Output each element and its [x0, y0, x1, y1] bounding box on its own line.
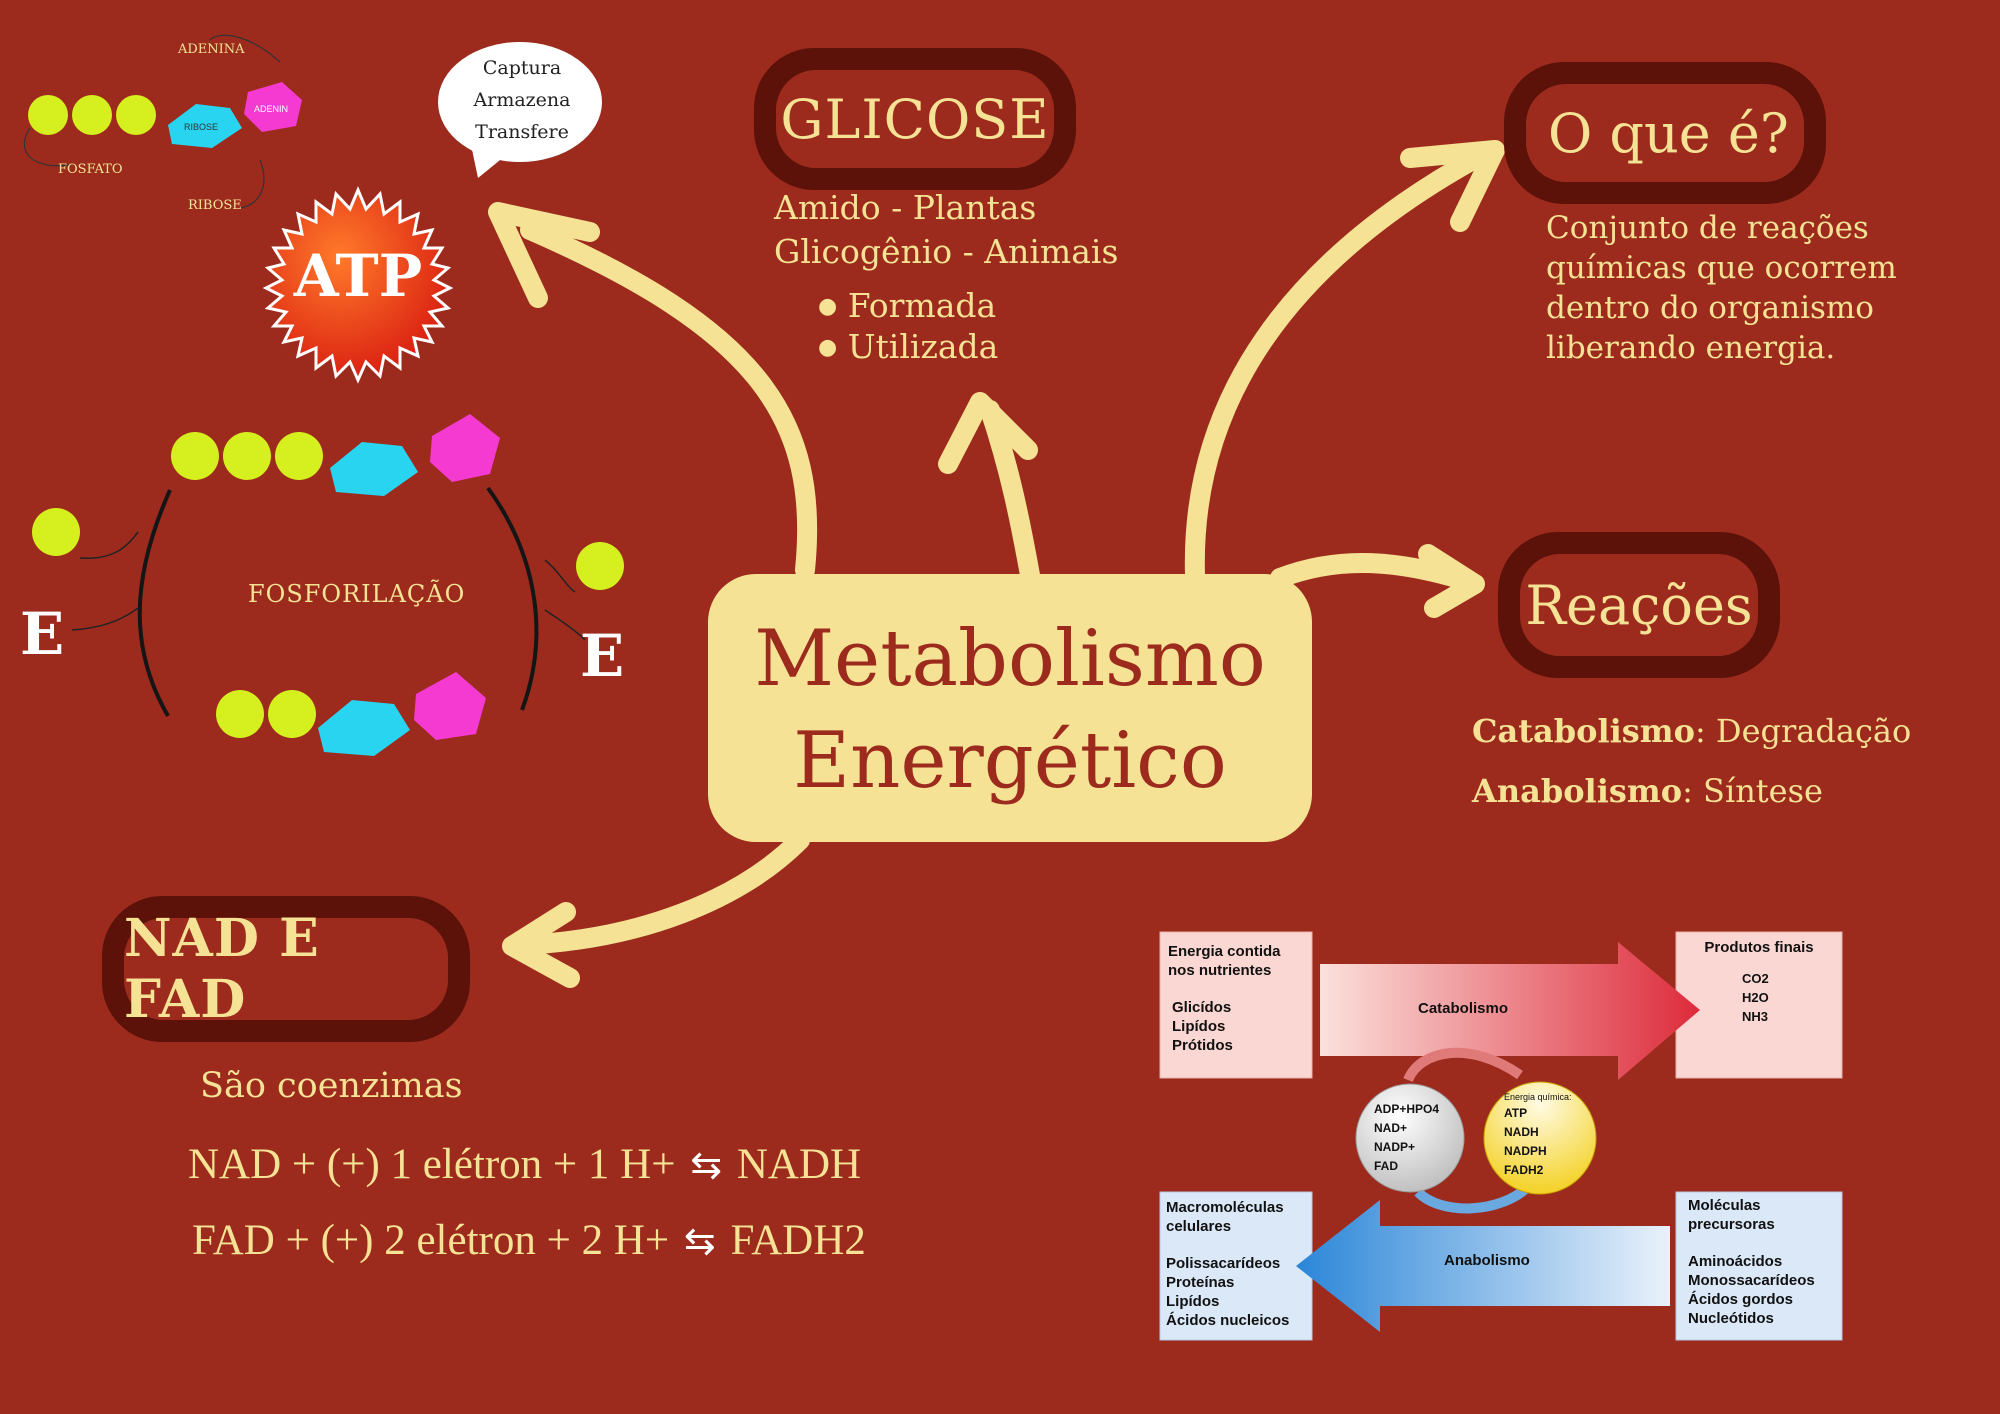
precursors-box: Moléculas precursoras Aminoácidos Monoss…	[1688, 1197, 1815, 1327]
grey-circle-text: ADP+HPO4 NAD+ NADP+ FAD	[1374, 1102, 1440, 1173]
oque-frame: O que é?	[1504, 62, 1826, 204]
center-title-line1: Metabolismo	[754, 614, 1266, 704]
fosforilacao-label: FOSFORILAÇÃO	[248, 580, 466, 608]
reacoes-frame: Reações	[1498, 532, 1780, 678]
glicose-text: Amido - Plantas Glicogênio - Animais	[774, 186, 1118, 274]
speech-line: Armazena	[473, 89, 571, 111]
connector-arrows	[488, 140, 1505, 988]
nadfad-frame: NAD E FAD	[102, 896, 470, 1042]
arrow-to-oque-head	[1400, 140, 1505, 232]
speech-line: Captura	[482, 57, 562, 79]
speech-line: Transfere	[475, 121, 569, 143]
nad-equation-right: NADH	[736, 1141, 862, 1188]
oque-line: dentro do organismo	[1546, 290, 1874, 326]
catabolismo-def: : Degradação	[1694, 712, 1912, 750]
nadfad-title: NAD E FAD	[124, 908, 448, 1030]
macromolecules-box: Macromoléculas celulares Polissacarídeos…	[1166, 1199, 1290, 1329]
arrow-to-glicose-head	[938, 392, 1038, 474]
ribose-label: RIBOSE	[188, 198, 242, 213]
arrow-to-nadfad	[510, 830, 810, 955]
nutrients-box: Energia contida nos nutrientes Glicídos …	[1168, 943, 1281, 1054]
center-title: Metabolismo Energético	[708, 608, 1312, 812]
glicose-line: Amido - Plantas	[774, 188, 1037, 227]
nad-equation-left: NAD + (+) 1 elétron + 1 H+	[188, 1141, 676, 1188]
catabolismo-line: Catabolismo: Degradação	[1472, 712, 1911, 750]
glicose-bullet: ● Utilizada	[818, 327, 999, 366]
fad-equation: FAD + (+) 2 elétron + 2 H+ ⇆ FADH2	[192, 1216, 866, 1265]
atp-molecule-top	[23, 34, 302, 209]
atp-starburst	[262, 186, 454, 384]
oque-line: químicas que ocorrem	[1546, 250, 1897, 286]
final-products-box: Produtos finais CO2 H2O NH3	[1704, 939, 1814, 1024]
atp-label: ATP	[293, 242, 423, 310]
ribose-inner-label: RIBOSE	[184, 122, 219, 132]
oque-line: liberando energia.	[1546, 330, 1836, 366]
equilibrium-arrows-icon: ⇆	[683, 1221, 716, 1263]
nad-equation: NAD + (+) 1 elétron + 1 H+ ⇆ NADH	[188, 1140, 861, 1189]
arrow-to-atp-head	[488, 202, 600, 308]
catabolismo-arrow	[1320, 942, 1700, 1080]
arrow-to-reacoes-head	[1418, 544, 1485, 618]
oque-description: Conjunto de reações químicas que ocorrem…	[1546, 208, 1897, 368]
nadfad-subtitle: São coenzimas	[200, 1066, 463, 1106]
center-box	[708, 574, 1312, 842]
metabolism-scheme	[1159, 931, 1843, 1341]
glicose-title: GLICOSE	[776, 70, 1054, 168]
anabolismo-def: : Síntese	[1682, 772, 1823, 810]
anabolismo-arrow	[1296, 1200, 1670, 1332]
yellow-circle-text: Energia química: ATP NADH NADPH FADH2	[1504, 1092, 1572, 1177]
center-title-line2: Energético	[793, 716, 1227, 806]
equilibrium-arrows-icon: ⇆	[690, 1145, 723, 1187]
anabolismo-arrow-label: Anabolismo	[1444, 1252, 1530, 1269]
reacoes-title: Reações	[1520, 554, 1758, 656]
glicose-bullet: ● Formada	[818, 286, 997, 325]
speech-bubble	[438, 42, 602, 178]
fad-equation-right: FADH2	[730, 1217, 866, 1264]
phosphorylation-molecules	[32, 414, 624, 756]
fosfato-label: FOSFATO	[58, 162, 123, 177]
fad-equation-left: FAD + (+) 2 elétron + 2 H+	[192, 1217, 670, 1264]
adenina-label: ADENINA	[178, 42, 245, 57]
glicose-bullets: ● Formada ● Utilizada	[818, 286, 998, 368]
arrow-to-nadfad-head	[502, 902, 580, 988]
oque-line: Conjunto de reações	[1546, 210, 1869, 246]
energy-right-label: E	[580, 622, 625, 690]
arrow-to-oque	[1184, 146, 1490, 585]
speech-bubble-text: Captura Armazena Transfere	[452, 52, 592, 148]
oque-title: O que é?	[1526, 84, 1804, 182]
anabolismo-term: Anabolismo	[1472, 772, 1683, 810]
catabolismo-arrow-label: Catabolismo	[1418, 1000, 1509, 1017]
adenin-label: ADENIN	[254, 104, 289, 114]
anabolismo-line: Anabolismo: Síntese	[1472, 772, 1823, 810]
glicose-line: Glicogênio - Animais	[774, 232, 1119, 271]
catabolismo-term: Catabolismo	[1472, 712, 1695, 750]
glicose-frame: GLICOSE	[754, 48, 1076, 190]
energy-left-label: E	[20, 600, 65, 668]
arrow-to-atp	[520, 220, 818, 580]
